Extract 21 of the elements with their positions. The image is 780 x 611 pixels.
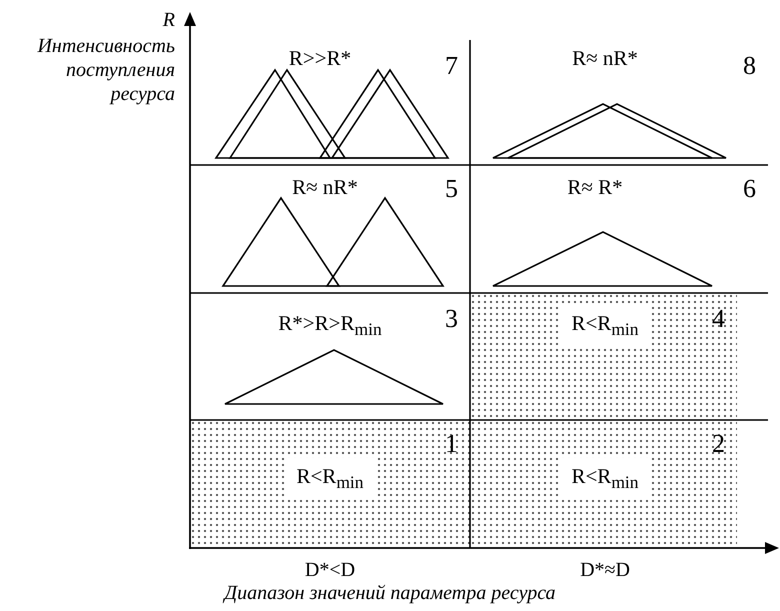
region-number: 7	[445, 52, 458, 80]
region-number: 6	[743, 175, 756, 203]
region-number: 4	[712, 305, 725, 333]
region-number: 5	[445, 175, 458, 203]
condition-label: R≈ nR*	[292, 175, 358, 199]
axis-symbol: R	[162, 8, 175, 32]
condition-label: R≈ R*	[567, 175, 623, 199]
region-number: 1	[445, 430, 458, 458]
condition-label: R*>R>R$_{min}$	[278, 311, 382, 342]
condition-label: R<R$_{min}$	[559, 458, 651, 500]
condition-label: R<R$_{min}$	[559, 305, 651, 348]
axis-category: D*≈D	[579, 558, 631, 582]
region-number: 8	[743, 52, 756, 80]
region-number: 3	[445, 305, 458, 333]
axis-title: Интенсивность поступления ресурса	[36, 34, 175, 106]
axis-category: D*<D	[304, 558, 356, 582]
axis-title: Диапазон значений параметра ресурса	[222, 581, 557, 605]
region-number: 2	[712, 430, 725, 458]
dotted-region	[470, 293, 737, 420]
condition-label: R>>R*	[288, 46, 352, 70]
condition-label: R≈ nR*	[572, 46, 638, 70]
